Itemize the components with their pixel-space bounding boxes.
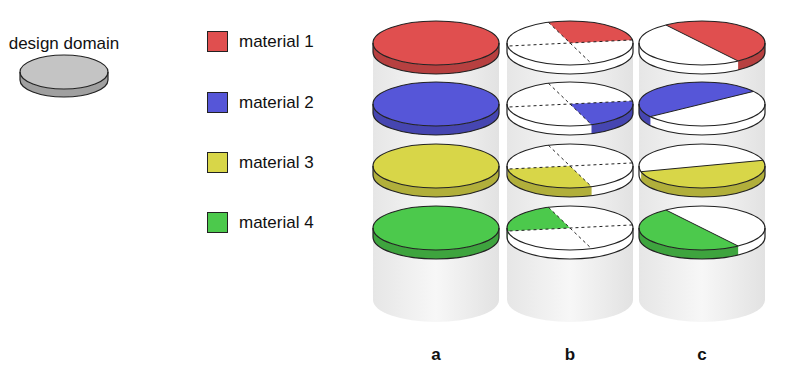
material-rim: [508, 169, 592, 197]
column-label: c: [697, 345, 706, 365]
disk-top: [507, 82, 633, 126]
legend-swatch: [207, 212, 228, 233]
divider-line: [666, 210, 738, 246]
disk-outline: [20, 55, 108, 89]
legend-text: material 2: [239, 93, 314, 113]
disk-top: [639, 82, 765, 126]
disk-outline: [507, 82, 633, 126]
disk-outline: [507, 21, 633, 65]
quarter-disk: [507, 21, 633, 74]
half-disk: [639, 21, 765, 74]
disk-outline: [639, 206, 765, 250]
divider-line: [508, 225, 633, 231]
design-domain-disk: [20, 55, 108, 97]
disk-top: [373, 82, 499, 126]
disk-top: [639, 144, 765, 188]
column-label: b: [565, 345, 575, 365]
quarter-disk: [507, 206, 633, 259]
material-region: [548, 21, 632, 43]
divider-line: [508, 40, 633, 46]
material-rim: [639, 228, 738, 259]
disk-top: [639, 206, 765, 250]
quarter-disk: [507, 144, 633, 197]
rim-shade: [508, 169, 592, 197]
material-region: [20, 55, 108, 89]
half-disk: [639, 82, 765, 135]
disk-top: [20, 55, 108, 89]
divider-line: [650, 91, 753, 116]
disk-outline: [639, 144, 765, 188]
half-disk: [639, 206, 765, 259]
material-region: [373, 144, 499, 188]
legend-text: material 1: [239, 32, 314, 52]
stack-cylinder: [639, 43, 765, 322]
disk-outline: [639, 82, 765, 126]
material-region: [639, 82, 754, 117]
legend-swatch: [207, 152, 228, 173]
material-disk: [373, 206, 499, 259]
disk-top: [507, 206, 633, 250]
half-disk: [639, 144, 765, 197]
rim-shade: [639, 228, 738, 259]
domain-label: design domain: [9, 34, 120, 54]
disk-top: [373, 21, 499, 65]
disk-top: [639, 21, 765, 65]
divider-line: [508, 101, 633, 107]
disk-outline: [507, 206, 633, 250]
legend-swatch: [207, 92, 228, 113]
material-region: [373, 82, 499, 126]
column-label: a: [431, 345, 440, 365]
stack-cylinder: [373, 43, 499, 322]
stack-cylinder: [507, 43, 633, 322]
material-disk: [373, 144, 499, 197]
material-region: [373, 21, 499, 65]
disk-top: [507, 144, 633, 188]
disk-outline: [373, 206, 499, 250]
material-disk: [373, 21, 499, 74]
disk-outline: [373, 21, 499, 65]
disk-top: [373, 144, 499, 188]
divider-line: [508, 163, 633, 169]
disk-top: [507, 21, 633, 65]
material-region: [373, 206, 499, 250]
material-region: [666, 21, 765, 61]
divider-line: [641, 160, 763, 171]
disk-outline: [373, 82, 499, 126]
disk-outline: [639, 21, 765, 65]
quarter-disk: [507, 82, 633, 135]
legend-swatch: [207, 31, 228, 52]
material-disk: [373, 82, 499, 135]
legend-text: material 4: [239, 213, 314, 233]
material-region: [507, 207, 570, 231]
legend-text: material 3: [239, 153, 314, 173]
divider-line: [666, 25, 738, 61]
disk-outline: [373, 144, 499, 188]
disk-top: [373, 206, 499, 250]
disk-outline: [507, 144, 633, 188]
